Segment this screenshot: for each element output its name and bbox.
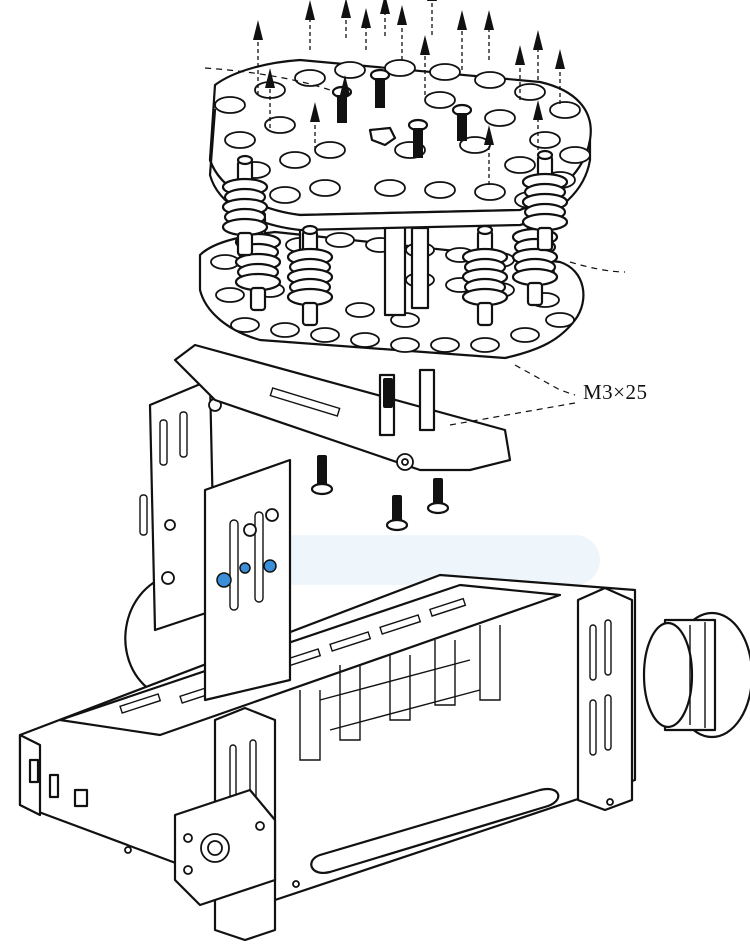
up-arrow (305, 0, 315, 50)
up-arrow (253, 20, 263, 95)
dashed-leaders (204, 67, 626, 426)
up-arrow (533, 100, 543, 150)
plate-hole (424, 91, 456, 109)
top-screws (331, 68, 473, 158)
screw-spec-label: M3×25 (583, 380, 648, 404)
plate-hole (504, 156, 536, 174)
upper-damper-plate (208, 58, 592, 232)
highlight-screw (216, 572, 232, 588)
pitch-motor (642, 611, 750, 739)
base-frame (18, 573, 750, 942)
removal-arrows (253, 0, 565, 185)
plate-hole (325, 232, 355, 248)
up-arrow (265, 68, 275, 128)
plate-hole (559, 146, 591, 164)
plate-hole (474, 183, 506, 201)
plate-hole (310, 327, 340, 343)
bottom-slot (310, 787, 560, 875)
up-arrow (420, 35, 430, 95)
plate-hole (549, 101, 581, 119)
up-arrow (555, 49, 565, 104)
damping-balls (221, 149, 569, 327)
plate-hole (309, 179, 341, 197)
up-arrow (380, 0, 390, 36)
up-arrow (341, 0, 351, 38)
plate-hole (215, 287, 245, 303)
plate-hole (514, 83, 546, 101)
plate-hole (470, 337, 500, 353)
up-arrow (427, 0, 437, 35)
up-arrow (361, 8, 371, 50)
plate-hole (350, 332, 380, 348)
plate-hole (529, 131, 561, 149)
plate-hole (510, 327, 540, 343)
up-arrow (515, 45, 525, 100)
up-arrow (397, 5, 407, 60)
plate-hole (214, 96, 246, 114)
up-arrow (457, 10, 467, 70)
plate-hole (474, 71, 506, 89)
plate-hole (429, 63, 461, 81)
plate-hole (545, 312, 575, 328)
damping-ball (221, 154, 269, 257)
up-arrow (533, 30, 543, 80)
plate-hole (334, 61, 366, 79)
damping-ball (461, 224, 509, 327)
plate-hole (230, 317, 260, 333)
plate-hole (224, 131, 256, 149)
plate-hole (210, 254, 240, 270)
plate-hole (264, 116, 296, 134)
up-arrow (484, 125, 494, 185)
plate-hole (390, 337, 420, 353)
plate-hole (345, 302, 375, 318)
plate-hole (314, 141, 346, 159)
m3-screws (310, 378, 450, 532)
inner-lattice (299, 625, 501, 761)
damping-ball (286, 224, 334, 327)
plate-hole (484, 109, 516, 127)
damping-ball (521, 149, 569, 252)
plate-hole (279, 151, 311, 169)
plate-hole (430, 337, 460, 353)
plate-hole (384, 59, 416, 77)
plate-hole (294, 69, 326, 87)
up-arrow (484, 10, 494, 60)
up-arrow (340, 75, 350, 120)
plate-hole (269, 186, 301, 204)
up-arrow (310, 102, 320, 150)
plate-hole (270, 322, 300, 338)
roll-bracket (139, 343, 512, 702)
plate-hole (424, 181, 456, 199)
plate-hole (374, 179, 406, 197)
